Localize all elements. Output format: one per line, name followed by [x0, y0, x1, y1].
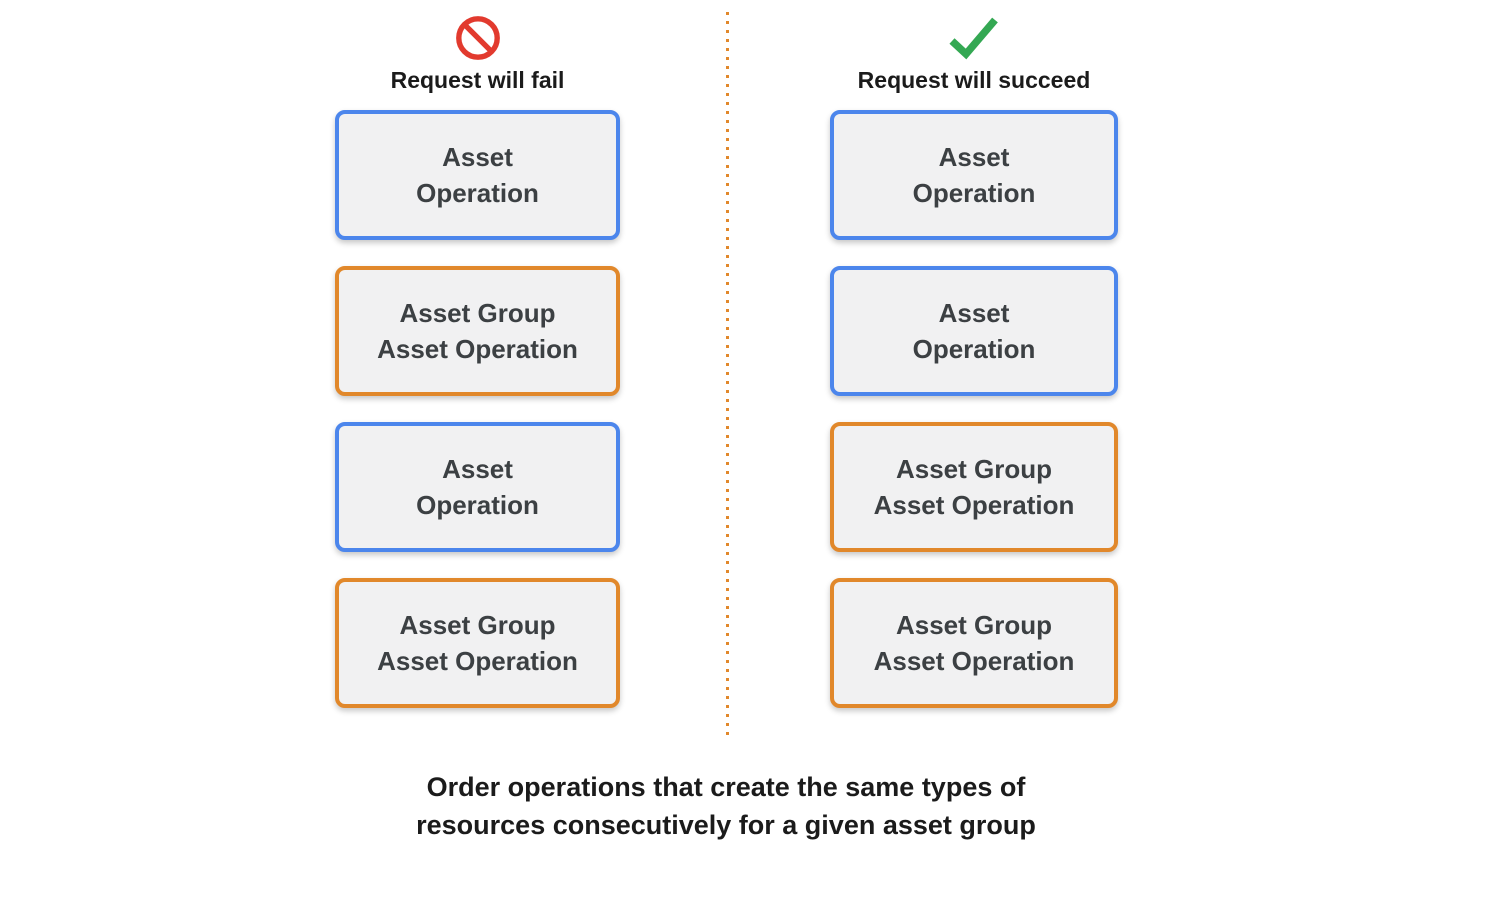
op-box-line: Asset	[938, 298, 1010, 328]
op-box-line: Asset Operation	[873, 490, 1075, 520]
op-box-asset: Asset Operation	[335, 110, 620, 240]
check-icon	[949, 17, 998, 60]
op-box-line: Asset Operation	[377, 646, 578, 676]
fail-column-title: Request will fail	[390, 67, 565, 93]
op-box-line: Asset	[938, 142, 1010, 172]
op-box-line: Asset	[442, 454, 513, 484]
op-box-line: Asset Group	[895, 454, 1053, 484]
op-box-asset: Asset Operation	[830, 110, 1118, 240]
op-box-line: Operation	[416, 178, 539, 208]
fail-column: Request will fail Asset Operation Asset …	[335, 14, 620, 734]
caption: Order operations that create the same ty…	[0, 768, 1452, 844]
caption-line: Order operations that create the same ty…	[426, 772, 1026, 802]
fail-icon-wrap	[455, 14, 501, 62]
op-box-line: Operation	[912, 334, 1036, 364]
succeed-icon-wrap	[946, 14, 1002, 62]
op-box-line: Asset Operation	[377, 334, 578, 364]
op-box-line: Asset Group	[399, 610, 556, 640]
caption-line: resources consecutively for a given asse…	[416, 810, 1036, 840]
op-box-asset: Asset Operation	[335, 422, 620, 552]
succeed-column: Request will succeed Asset Operation Ass…	[830, 14, 1118, 734]
op-box-line: Asset Group	[895, 610, 1053, 640]
op-box-line: Operation	[912, 178, 1036, 208]
op-box-asset: Asset Operation	[830, 266, 1118, 396]
dotted-divider	[726, 12, 729, 738]
op-box-line: Operation	[416, 490, 539, 520]
succeed-column-title: Request will succeed	[857, 67, 1091, 93]
op-box-asset-group: Asset Group Asset Operation	[335, 266, 620, 396]
op-box-asset-group: Asset Group Asset Operation	[830, 422, 1118, 552]
op-box-asset-group: Asset Group Asset Operation	[830, 578, 1118, 708]
op-box-line: Asset	[442, 142, 513, 172]
op-box-line: Asset Group	[399, 298, 556, 328]
op-box-asset-group: Asset Group Asset Operation	[335, 578, 620, 708]
op-box-line: Asset Operation	[873, 646, 1075, 676]
prohibited-icon	[455, 16, 500, 60]
